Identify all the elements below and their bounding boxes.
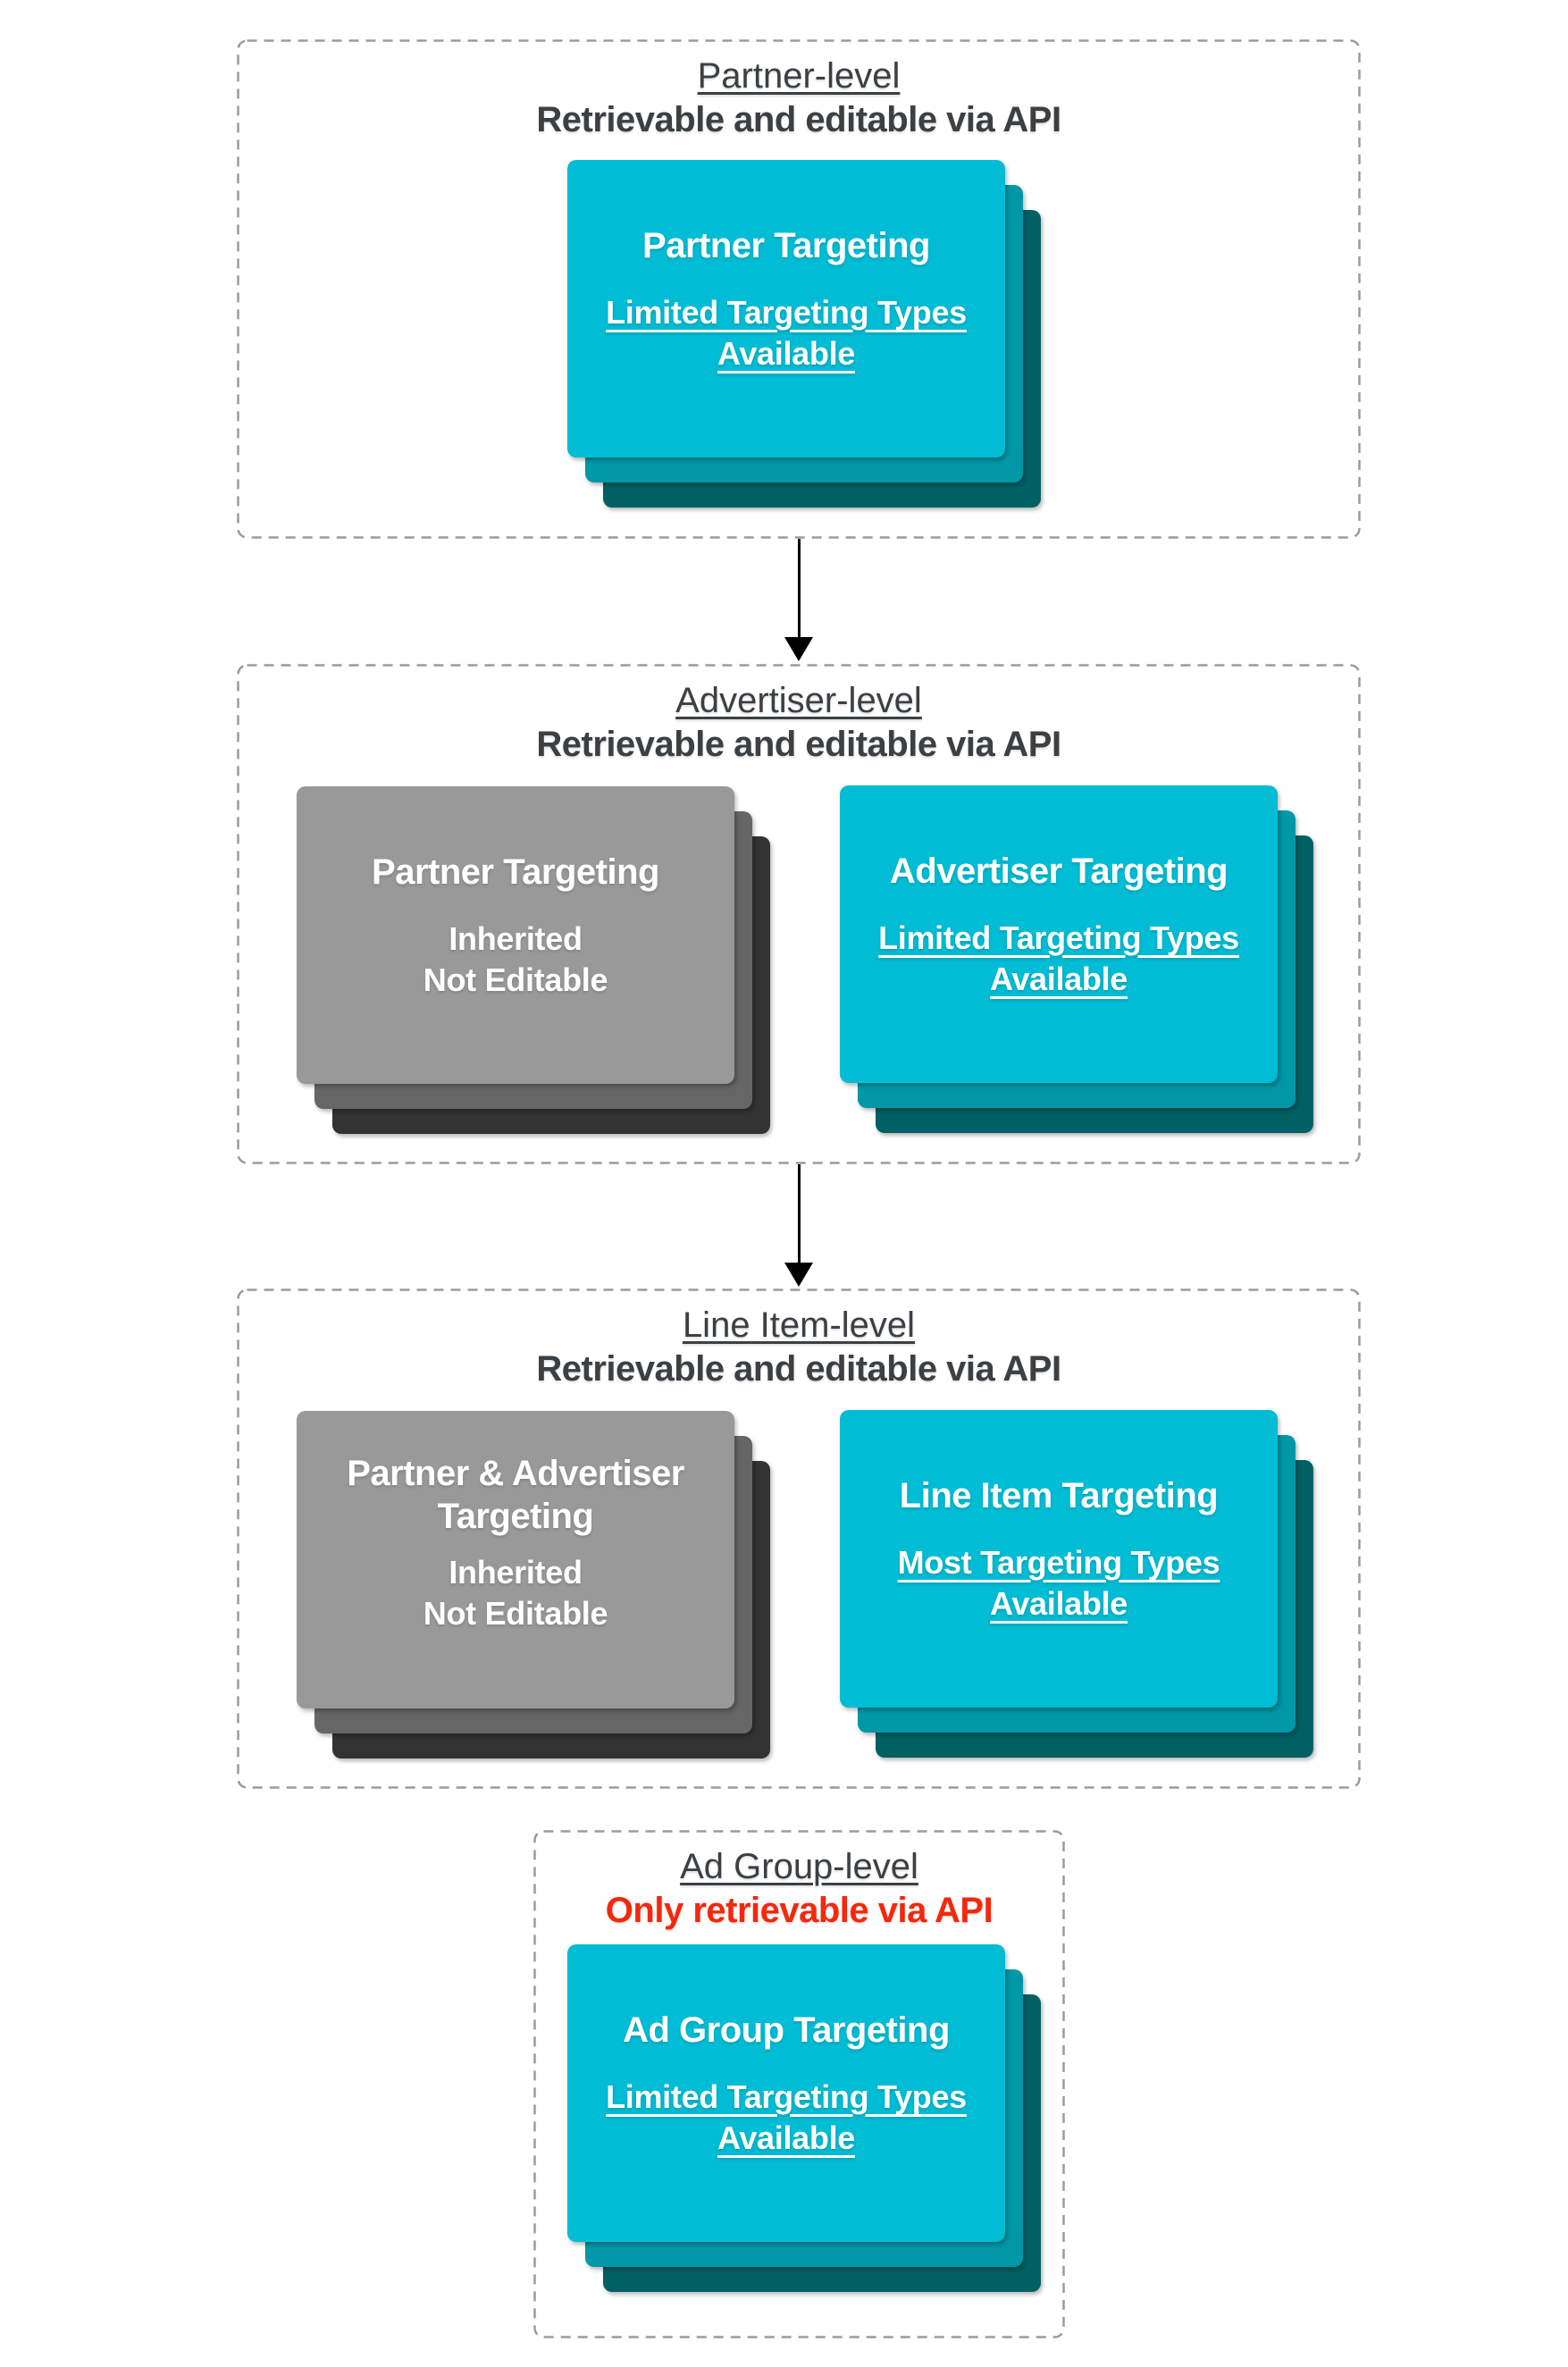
section-header: Partner-level Retrievable and editable v…	[237, 54, 1361, 142]
card-body-line: Available	[717, 2119, 856, 2156]
card-title: Partner Targeting	[372, 852, 659, 892]
card-stack-ad-group-targeting: Ad Group Targeting Limited Targeting Typ…	[567, 1944, 1041, 2292]
card-stack-advertiser-targeting: Advertiser Targeting Limited Targeting T…	[840, 785, 1313, 1133]
card-body-line: Available	[989, 961, 1128, 997]
card-body-line: Limited Targeting Types	[606, 294, 967, 331]
card-body-line: Not Editable	[423, 1595, 608, 1632]
dashed-frame	[237, 39, 1361, 539]
section-title: Advertiser-level	[675, 681, 922, 720]
card-stack-partner-targeting: Partner Targeting Limited Targeting Type…	[567, 160, 1041, 508]
card-title: Advertiser Targeting	[889, 852, 1228, 891]
arrow-line	[798, 1164, 801, 1263]
section-subtitle: Retrievable and editable via API	[536, 725, 1061, 764]
dashed-frame	[533, 1830, 1065, 2338]
section-advertiser-level: Advertiser-level Retrievable and editabl…	[237, 664, 1361, 1164]
card-body-line: Most Targeting Types	[897, 1544, 1220, 1581]
card-title: Ad Group Targeting	[623, 2010, 950, 2050]
card-title: Line Item Targeting	[899, 1476, 1219, 1515]
card-body: Inherited Not Editable	[423, 1552, 608, 1634]
card-stack-line-item-targeting: Line Item Targeting Most Targeting Types…	[840, 1410, 1313, 1758]
arrow-line	[798, 539, 801, 637]
card-body: Most Targeting Types Available	[898, 1542, 1220, 1624]
arrow-head-icon	[784, 637, 813, 661]
flow-arrow-partner-to-advertiser	[784, 539, 813, 661]
card-title: Partner & Advertiser Targeting	[347, 1454, 684, 1536]
section-title: Line Item-level	[682, 1305, 916, 1345]
dashed-frame	[237, 664, 1361, 1164]
section-line-item-level: Line Item-level Retrievable and editable…	[237, 1288, 1361, 1789]
card-body-line: Limited Targeting Types	[606, 2078, 967, 2115]
card-body: Inherited Not Editable	[423, 919, 608, 1001]
flow-arrow-advertiser-to-line-item	[784, 1164, 813, 1287]
section-header: Ad Group-level Only retrievable via API	[533, 1844, 1065, 1933]
section-subtitle: Only retrievable via API	[605, 1891, 994, 1930]
card-body: Limited Targeting Types Available	[878, 918, 1239, 1000]
ad-group-targeting-card: Ad Group Targeting Limited Targeting Typ…	[567, 1944, 1005, 2242]
section-header: Advertiser-level Retrievable and editabl…	[237, 678, 1361, 767]
section-partner-level: Partner-level Retrievable and editable v…	[237, 39, 1361, 539]
card-body: Limited Targeting Types Available	[606, 2077, 967, 2159]
line-item-targeting-card: Line Item Targeting Most Targeting Types…	[840, 1410, 1278, 1708]
partner-targeting-inherited-card: Partner Targeting Inherited Not Editable	[297, 786, 734, 1084]
section-header: Line Item-level Retrievable and editable…	[237, 1303, 1361, 1391]
section-subtitle: Retrievable and editable via API	[536, 100, 1061, 139]
section-ad-group-level: Ad Group-level Only retrievable via API …	[533, 1830, 1065, 2338]
card-title: Partner Targeting	[642, 226, 930, 265]
section-title: Partner-level	[697, 56, 901, 96]
partner-targeting-card: Partner Targeting Limited Targeting Type…	[567, 160, 1005, 457]
card-body-line: Not Editable	[423, 961, 608, 998]
arrow-head-icon	[784, 1263, 813, 1287]
card-body-line: Available	[989, 1585, 1128, 1622]
section-subtitle: Retrievable and editable via API	[536, 1349, 1061, 1389]
advertiser-targeting-card: Advertiser Targeting Limited Targeting T…	[840, 785, 1278, 1083]
dashed-frame	[237, 1288, 1361, 1789]
section-title: Ad Group-level	[680, 1847, 918, 1886]
card-stack-partner-targeting-inherited: Partner Targeting Inherited Not Editable	[297, 786, 770, 1134]
partner-advertiser-targeting-inherited-card: Partner & Advertiser Targeting Inherited…	[297, 1411, 734, 1708]
card-body: Limited Targeting Types Available	[606, 292, 967, 374]
card-body-line: Inherited	[449, 1554, 583, 1591]
card-body-line: Limited Targeting Types	[878, 919, 1239, 956]
card-stack-partner-advertiser-targeting-inherited: Partner & Advertiser Targeting Inherited…	[297, 1411, 770, 1758]
card-body-line: Inherited	[449, 920, 583, 957]
card-body-line: Available	[717, 335, 856, 372]
